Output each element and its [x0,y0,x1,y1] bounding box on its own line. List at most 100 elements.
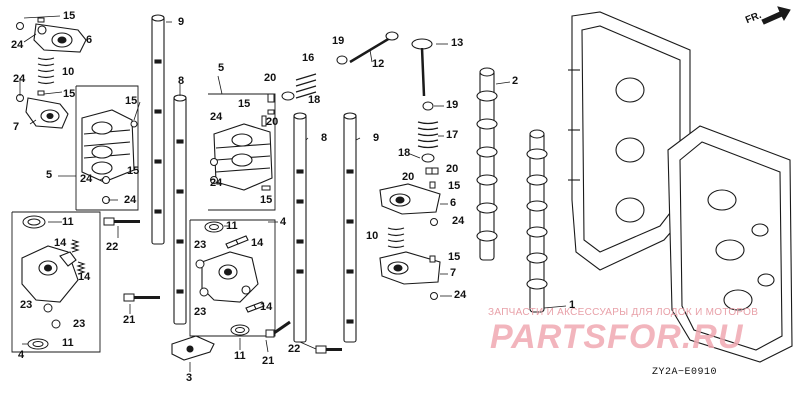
bolt-21-center [265,320,291,338]
callout-21: 21 [123,314,136,326]
small-parts-right [429,181,438,300]
rocker-arm-4-center [201,251,259,303]
callout-15: 15 [448,180,461,192]
callout-22: 22 [106,241,119,253]
callout-20: 20 [266,116,279,128]
callout-4: 4 [280,216,287,228]
callout-13: 13 [451,37,464,49]
callout-23: 23 [194,239,207,251]
group-box-4-center [189,219,276,337]
rocker-arm-6-right [379,183,441,215]
callout-15: 15 [238,98,251,110]
rocker-assembly-center-5 [213,123,273,191]
camshaft-2 [476,67,498,261]
washer-11-left-top [22,215,46,229]
retainer-18-top [281,91,295,101]
rocker-shaft-8-center [293,112,307,343]
spring-10-right [387,227,405,249]
bolt-22-center [315,345,342,354]
cylinder-head-rear [568,11,691,271]
callout-17: 17 [446,129,459,141]
group-box-5-center [208,93,276,211]
callout-20: 20 [402,171,415,183]
rocker-assembly-left-5 [81,109,135,183]
callout-24: 24 [454,289,467,301]
callout-12: 12 [372,58,385,70]
callout-11: 11 [226,220,238,232]
seal-19-top [336,55,348,65]
callout-24: 24 [124,194,137,206]
rocker-shaft-9-center [343,112,357,343]
valve-13 [411,38,433,97]
leader-lines [19,15,567,372]
group-outlines [11,85,276,353]
keepers-20-right [425,167,439,175]
callout-11: 11 [62,216,74,228]
nuts-23-left [43,303,61,329]
callout-11: 11 [234,350,246,362]
callout-20: 20 [264,72,277,84]
callout-24: 24 [13,73,26,85]
callout-5: 5 [46,169,53,181]
retainer-18-right [421,153,435,163]
callout-23: 23 [194,306,207,318]
callout-6: 6 [86,34,93,46]
callout-7: 7 [450,267,457,279]
callout-15: 15 [63,10,76,22]
callout-15: 15 [127,165,140,177]
callout-5: 5 [218,62,225,74]
diagram-code: ZY2A−E0910 [652,367,718,378]
callout-2: 2 [512,75,519,87]
nuts-23-center [195,259,209,297]
callout-4: 4 [18,349,25,361]
callout-18: 18 [308,94,321,106]
cylinder-head-front [667,125,793,363]
callout-14: 14 [78,271,91,283]
callout-19: 19 [332,35,345,47]
callout-15: 15 [260,194,273,206]
callout-9: 9 [373,132,380,144]
callout-8: 8 [321,132,328,144]
spring-17 [417,121,439,149]
callout-24: 24 [11,39,24,51]
bracket-3 [171,335,215,361]
callout-6: 6 [450,197,457,209]
callout-22: 22 [288,343,301,355]
front-direction-arrow [761,6,791,25]
callout-10: 10 [62,66,75,78]
springs-14-center [225,235,265,313]
rocker-shaft-9-left [151,14,165,245]
watermark-caption: ЗАПЧАСТИ И АКСЕССУАРЫ ДЛЯ ЛОДОК И МОТОРО… [488,307,759,318]
group-box-4-left [11,211,101,353]
callout-21: 21 [262,355,275,367]
callout-24: 24 [80,173,93,185]
callout-14: 14 [54,237,67,249]
callout-7: 7 [13,121,20,133]
rocker-arm-left-mid [25,97,69,129]
bolt-21-left [123,293,160,302]
callout-9: 9 [178,16,185,28]
callout-15: 15 [125,95,138,107]
callout-1: 1 [569,299,576,311]
callout-11: 11 [62,337,74,349]
callout-24: 24 [210,177,223,189]
callout-24: 24 [210,111,223,123]
callout-14: 14 [260,301,273,313]
callout-8: 8 [178,75,185,87]
small-parts-center [210,115,271,191]
rocker-shaft-8-left [173,94,187,325]
watermark-brand: PARTSFOR.RU [490,318,744,356]
callout-20: 20 [446,163,459,175]
rocker-arm-7-right [379,251,441,285]
spring-16 [295,73,317,99]
callout-3: 3 [186,372,193,384]
springs-14-left [70,239,86,275]
small-parts-left [16,17,138,204]
washer-11-center-top [204,221,224,233]
washer-11-center-bottom [230,324,250,336]
callout-23: 23 [20,299,33,311]
callout-18: 18 [398,147,411,159]
washer-11-left-bottom [27,338,49,350]
